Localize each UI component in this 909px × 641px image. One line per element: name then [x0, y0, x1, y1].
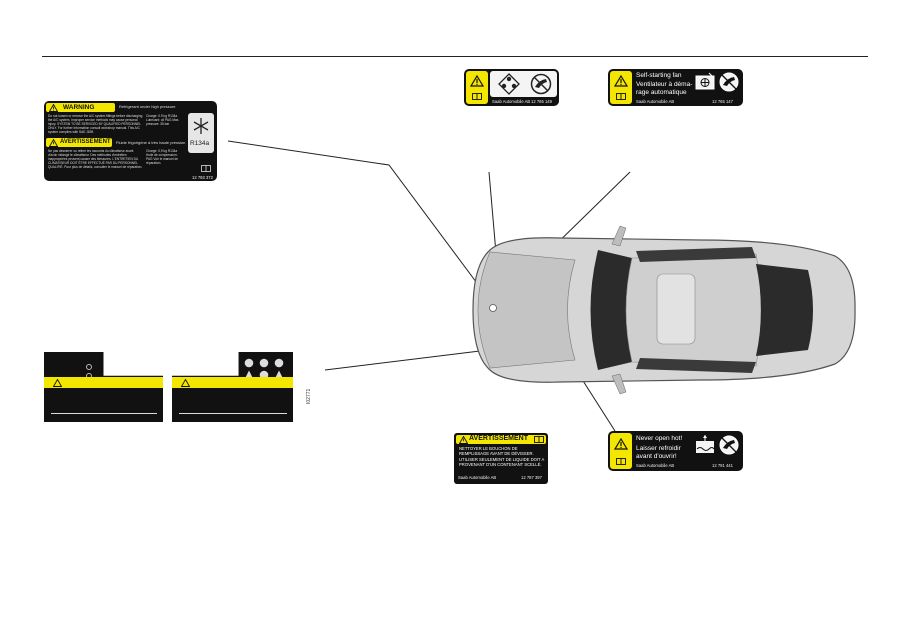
- symbol-icons-row1: [244, 355, 290, 368]
- manual-book-icon: [616, 458, 626, 465]
- hot-label-part-number: 12 791 441: [712, 463, 733, 468]
- coolant-avert-text: NETTOYER LE BOUCHON DE REMPLISSAGE AVANT…: [459, 446, 545, 468]
- ac-warning-label: WARNING Refrigerant under high pressure …: [44, 101, 217, 181]
- white-rule: [51, 413, 157, 414]
- warning-triangle-icon: [181, 379, 190, 387]
- side-window-top: [636, 247, 756, 262]
- warning-part-number: 12 793 372: [192, 175, 213, 180]
- leader-ac-label: [227, 140, 495, 307]
- fan-label-line2: Ventilateur à déma-: [636, 81, 693, 88]
- manual-book-icon: [616, 93, 626, 100]
- ac-symbol-panel: R134a: [188, 113, 214, 153]
- yellow-strip: [172, 377, 293, 388]
- rear-window: [756, 264, 813, 356]
- warning-title: WARNING: [63, 104, 95, 111]
- snowflake-icon: [193, 118, 209, 134]
- avertissement-banner: AVERTISSEMENT: [46, 138, 112, 147]
- fan-service-label: Saab Automobile AB 12 765 149: [464, 69, 559, 106]
- header-rule: [42, 56, 868, 57]
- avertissement-banner: AVERTISSEMENT: [456, 435, 546, 444]
- battery-symbol-icons: [244, 358, 284, 368]
- yellow-strip: [44, 377, 163, 388]
- car-body: [472, 225, 856, 395]
- avertissement-title: AVERTISSEMENT: [60, 139, 111, 145]
- warning-body-fr: Ne pas desserrer ou retirer les raccords…: [48, 149, 143, 169]
- fan-label-line1: Self-starting fan: [636, 72, 682, 79]
- coolant-avert-part-number: 12 787 397: [521, 475, 542, 480]
- warning-triangle-icon: [614, 438, 628, 450]
- warning-triangle-icon: [49, 104, 58, 112]
- yellow-warning-panel: [466, 71, 488, 104]
- hand-prohibited-icon: [719, 72, 739, 92]
- warning-triangle-icon: [470, 75, 484, 87]
- hood-shade: [477, 251, 576, 369]
- never-open-hot-label: Never open hot! Laisser refroidir avant …: [608, 431, 743, 471]
- fan-label-company: Saab Automobile AB: [636, 99, 675, 104]
- hot-label-company: Saab Automobile AB: [636, 463, 675, 468]
- yellow-warning-panel: [610, 433, 632, 469]
- fan-label-line3: rage automatique: [636, 89, 687, 96]
- warning-spec-en: Charge: 0.9 kg R134a Lubricant: oil PAG …: [146, 114, 180, 126]
- mirror-right: [611, 373, 627, 395]
- warning-body-en: Do not loosen or remove the A/C system f…: [48, 114, 143, 134]
- side-window-bottom: [636, 358, 756, 373]
- self-starting-fan-label: Self-starting fan Ventilateur à déma- ra…: [608, 69, 743, 106]
- hot-reservoir-icon: [696, 435, 715, 453]
- fan-blade-icon: [498, 73, 520, 95]
- hot-label-line1: Never open hot!: [636, 435, 683, 442]
- warning-banner: WARNING: [46, 103, 115, 112]
- sunroof: [656, 273, 696, 345]
- fan-box-icon: [695, 72, 715, 90]
- manual-book-icon: [201, 165, 211, 172]
- hand-prohibited-icon: [530, 73, 552, 95]
- refrigerant-name: R134a: [190, 140, 210, 147]
- hot-label-line3: avant d'ouvrir!: [636, 453, 677, 460]
- white-rule: [179, 413, 287, 414]
- coolant-avert-title: AVERTISSEMENT: [469, 435, 528, 442]
- coolant-avertissement-label: AVERTISSEMENT NETTOYER LE BOUCHON DE REM…: [454, 433, 548, 484]
- warning-triangle-icon: [614, 75, 628, 87]
- figure-code: I02771: [306, 388, 312, 404]
- coolant-avert-company: Saab Automobile AB: [458, 475, 497, 480]
- fan-service-company: Saab Automobile AB: [492, 99, 531, 104]
- hood-emblem: [489, 304, 497, 312]
- warning-triangle-icon: [49, 139, 58, 147]
- yellow-warning-panel: [610, 71, 632, 104]
- leader-battery: [324, 349, 489, 371]
- windscreen: [590, 250, 632, 370]
- warning-triangle-icon: [459, 436, 468, 444]
- warning-triangle-icon: [53, 379, 62, 387]
- manual-book-icon: [534, 436, 544, 443]
- manual-book-icon: [472, 93, 482, 100]
- avertissement-subtitle: Fluide frigorigène à très haute pression: [116, 140, 186, 145]
- warning-subtitle: Refrigerant under high pressure: [119, 104, 176, 109]
- hand-prohibited-icon: [719, 435, 739, 455]
- fan-service-part-number: 12 765 149: [531, 99, 552, 104]
- fan-symbol-panel: [490, 71, 557, 97]
- hot-label-line2: Laisser refroidir: [636, 445, 681, 452]
- mirror-left: [611, 225, 627, 247]
- fan-label-part-number: 12 765 147: [712, 99, 733, 104]
- warning-spec-fr: Charge: 0,9 kg R134a Huile de compressio…: [146, 149, 179, 165]
